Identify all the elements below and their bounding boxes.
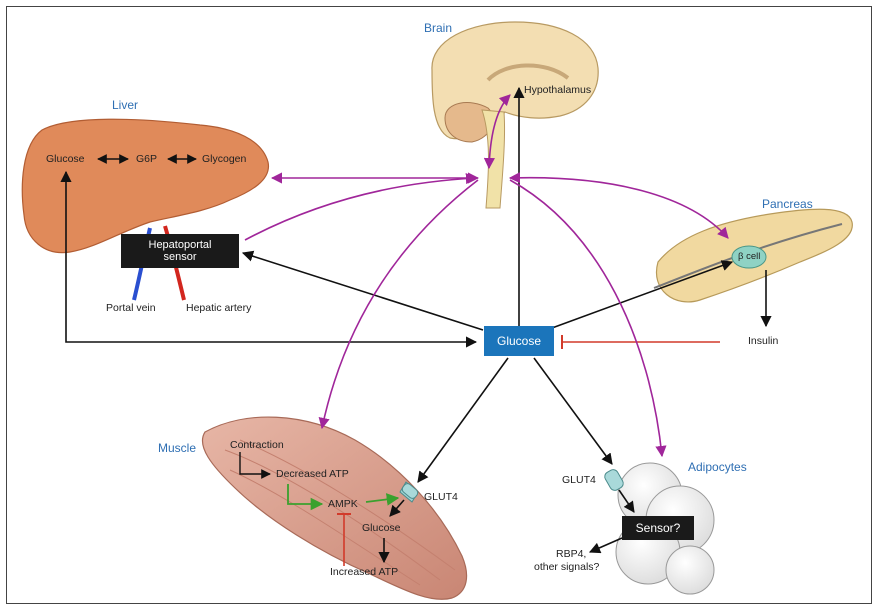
glucose-center-box: Glucose [484,326,554,356]
insulin-label: Insulin [748,335,778,347]
liver-shape [22,119,268,252]
brainstem-shape [482,110,505,208]
hepatoportal-sensor-box: Hepatoportal sensor [121,234,239,268]
hepatoportal-sensor-line2: sensor [163,251,196,263]
adipocytes-title: Adipocytes [688,460,747,474]
rbp4-label-line1: RBP4, [556,548,586,560]
liver-title: Liver [112,98,138,112]
contraction-label: Contraction [230,439,284,451]
rbp4-label-line2: other signals? [534,561,599,573]
beta-cell-label: β cell [738,251,760,262]
decreased-atp-label: Decreased ATP [276,468,349,480]
muscle-glut4-label: GLUT4 [424,491,458,503]
adipocyte-sensor-box: Sensor? [622,516,694,540]
hepatic-artery-label: Hepatic artery [186,302,251,314]
adipocyte-glut4-label: GLUT4 [562,474,596,486]
arrow-glucose-to-muscle-glut4 [418,358,508,482]
arrow-brain-to-adipocytes [510,180,662,456]
muscle-glucose-label: Glucose [362,522,401,534]
arrow-glucose-to-hepatoportal [243,253,483,330]
brain-title: Brain [424,21,452,35]
hepatoportal-sensor-line1: Hepatoportal [149,239,212,251]
pancreas-title: Pancreas [762,197,813,211]
arrow-glucose-to-adipocytes [534,358,612,464]
arrow-hepatoportal-to-brain [245,178,476,240]
muscle-title: Muscle [158,441,196,455]
g6p-label: G6P [136,153,157,165]
arrow-brain-to-pancreas [510,178,728,238]
increased-atp-label: Increased ATP [330,566,398,578]
hypothalamus-label: Hypothalamus [524,84,591,96]
ampk-label: AMPK [328,498,358,510]
adipocyte-cell-4 [666,546,714,594]
portal-vein-label: Portal vein [106,302,156,314]
glycogen-label: Glycogen [202,153,246,165]
liver-glucose-label: Glucose [46,153,85,165]
